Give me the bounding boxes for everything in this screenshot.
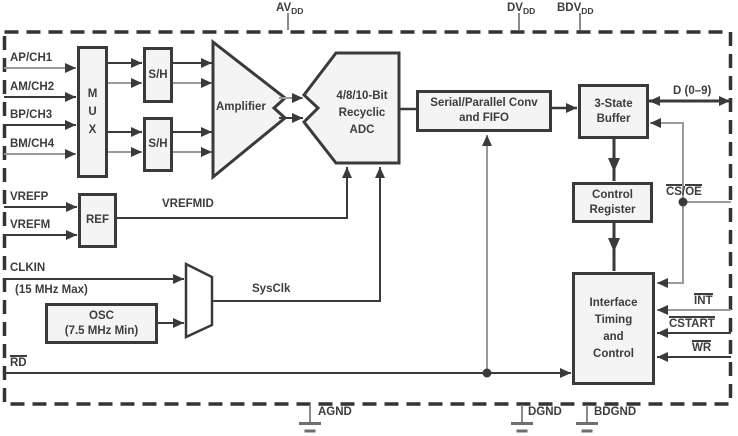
csoe-itc-branch — [657, 202, 684, 288]
amplifier-symbol — [211, 38, 288, 181]
cstart-label: CSTART — [669, 316, 715, 330]
d-bus-label: D (0–9) — [673, 85, 712, 97]
mux-block: MUX — [77, 46, 108, 178]
dgnd-pin-label: DGND — [528, 406, 562, 418]
clkin-note-label: (15 MHz Max) — [15, 284, 88, 296]
rd-junction-dot — [482, 368, 492, 378]
csoe-buffer-branch — [650, 118, 684, 202]
three-state-buffer-block: 3-State Buffer — [578, 84, 649, 139]
osc-block: OSC (7.5 MHz Min) — [45, 303, 158, 344]
vrefm-label: VREFM — [10, 219, 51, 231]
sample-hold-label: S/H — [148, 68, 168, 81]
sample-hold-label: S/H — [148, 138, 168, 150]
ref-block: REF — [78, 193, 117, 248]
bdgnd-pin-label: BDGND — [594, 406, 637, 418]
wr-label: WR — [692, 340, 712, 354]
agnd-ground-symbol — [299, 405, 321, 433]
serial-parallel-fifo-block: Serial/Parallel Conv and FIFO — [416, 90, 552, 132]
amplifier-label: Amplifier — [216, 101, 266, 113]
bdgnd-ground-symbol — [576, 405, 598, 433]
bdvdd-pin-label: BDVDD — [557, 2, 594, 16]
interface-timing-control-block: Interface Timing and Control — [572, 272, 655, 385]
osc-freq-label: (7.5 MHz Min) — [64, 324, 139, 337]
agnd-pin-label: AGND — [318, 406, 352, 418]
sample-hold-block-2: S/H — [143, 117, 173, 172]
dvdd-pin-label: DVDD — [507, 2, 536, 16]
ch1-label: AP/CH1 — [10, 52, 53, 64]
vrefmid-wire — [117, 167, 352, 219]
sample-hold-block-1: S/H — [143, 47, 173, 103]
clock-mux-symbol — [184, 261, 214, 339]
ref-label: REF — [86, 214, 109, 226]
chip-boundary — [2, 30, 733, 406]
vrefmid-label: VREFMID — [162, 198, 214, 210]
ch2-label: AM/CH2 — [10, 81, 55, 93]
ch3-label: BP/CH3 — [10, 109, 53, 121]
vrefp-label: VREFP — [10, 191, 49, 203]
control-register-block: Control Register — [572, 182, 653, 223]
mux-label: MUX — [87, 88, 98, 136]
adc-label: 4/8/10-Bit Recyclic ADC — [336, 90, 388, 136]
clkin-label: CLKIN — [10, 262, 46, 274]
csoe-label: CS/OE — [666, 184, 702, 198]
osc-label: OSC — [89, 309, 114, 322]
int-label: INT — [694, 293, 713, 307]
sysclk-wire — [212, 167, 385, 302]
dgnd-ground-symbol — [511, 405, 533, 433]
rd-label: RD — [10, 355, 27, 369]
ch4-label: BM/CH4 — [10, 138, 55, 150]
buffer-creg-arrow — [608, 158, 620, 172]
adc-symbol — [301, 51, 401, 165]
creg-itc-arrow — [608, 238, 620, 252]
avdd-pin-label: AVDD — [276, 2, 304, 16]
sysclk-label: SysClk — [252, 283, 291, 295]
csoe-junction-dot — [678, 197, 688, 207]
